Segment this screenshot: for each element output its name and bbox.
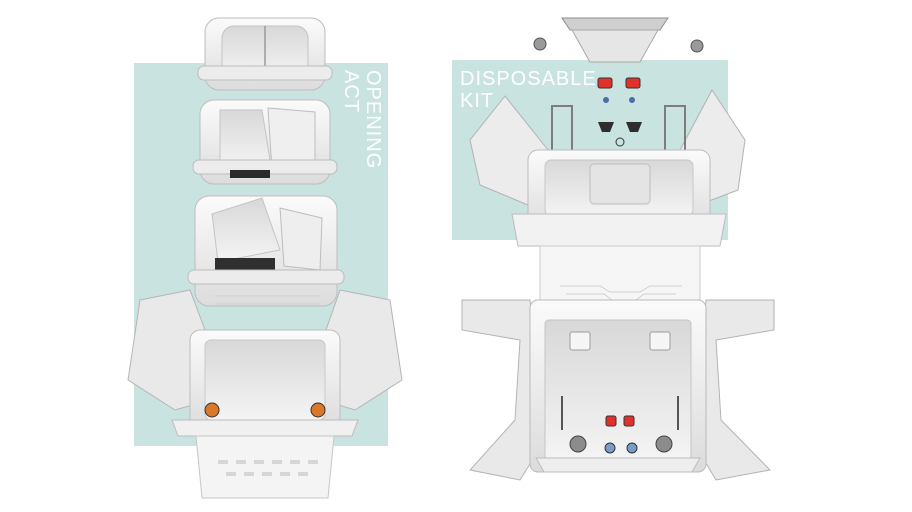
disposable-kit-label: DISPOSABLE KIT: [460, 68, 597, 112]
kit-top-tray: [533, 17, 704, 147]
disposable-kit-line2: KIT: [460, 90, 495, 112]
opening-stage-1: [197, 17, 333, 91]
opening-stage-2: [192, 99, 338, 185]
disposable-kit-line1: DISPOSABLE: [460, 68, 597, 90]
opening-stage-4-open: [127, 289, 403, 499]
kit-lower-unit-open: [461, 299, 775, 481]
opening-stage-3: [187, 195, 345, 307]
kit-upper-unit: [469, 89, 746, 301]
